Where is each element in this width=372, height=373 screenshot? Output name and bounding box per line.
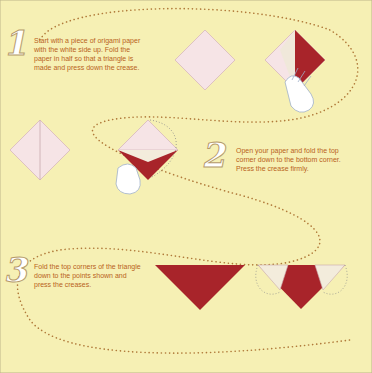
step-instruction: Fold the top corners of the triangle dow…: [34, 262, 142, 289]
step-number: 1: [6, 26, 36, 60]
step-instruction: Open your paper and fold the top corner …: [236, 146, 352, 173]
step-number: 2: [204, 138, 234, 172]
step-instruction: Start with a piece of origami paper with…: [34, 36, 142, 72]
step-number: 3: [6, 253, 36, 287]
